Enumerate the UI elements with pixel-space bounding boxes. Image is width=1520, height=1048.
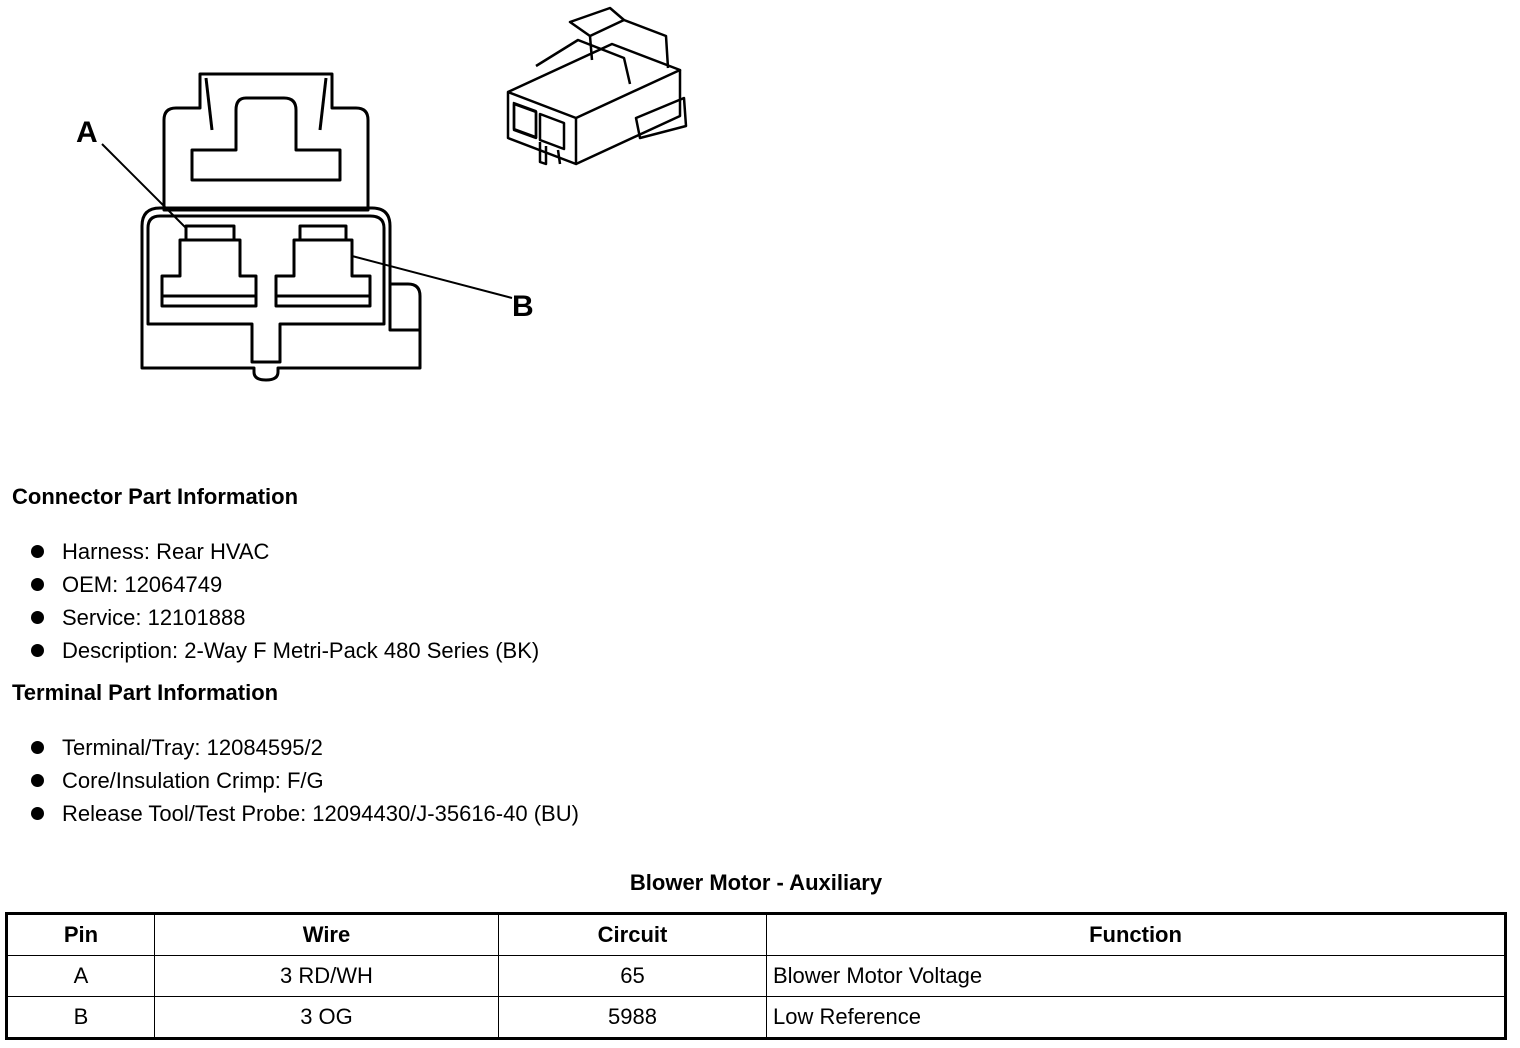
table-title: Blower Motor - Auxiliary bbox=[629, 870, 883, 895]
column-header-function: Function bbox=[766, 913, 1506, 956]
connector-isometric-view bbox=[506, 6, 688, 166]
bullet-icon bbox=[31, 545, 44, 558]
list-item-text: Description: 2-Way F Metri-Pack 480 Seri… bbox=[62, 638, 540, 663]
cavity-b bbox=[274, 224, 372, 308]
connector-info-list: Harness: Rear HVAC OEM: 12064749 Service… bbox=[30, 535, 539, 667]
list-item: OEM: 12064749 bbox=[30, 568, 539, 601]
cell-wire: 3 OG bbox=[154, 996, 499, 1039]
list-item: Description: 2-Way F Metri-Pack 480 Seri… bbox=[30, 634, 539, 667]
list-item-text: Terminal/Tray: 12084595/2 bbox=[62, 735, 323, 760]
pin-label-a: A bbox=[76, 116, 98, 149]
cavity-a bbox=[160, 224, 258, 308]
connector-latch bbox=[190, 96, 342, 182]
cell-pin: A bbox=[6, 955, 155, 997]
terminal-info-list: Terminal/Tray: 12084595/2 Core/Insulatio… bbox=[30, 731, 579, 830]
cell-circuit: 65 bbox=[498, 955, 767, 997]
list-item: Harness: Rear HVAC bbox=[30, 535, 539, 568]
cell-function: Blower Motor Voltage bbox=[766, 955, 1506, 997]
connector-upper-housing bbox=[162, 72, 370, 212]
leader-line-b bbox=[351, 255, 513, 299]
bullet-icon bbox=[31, 611, 44, 624]
bullet-icon bbox=[31, 774, 44, 787]
list-item-text: Core/Insulation Crimp: F/G bbox=[62, 768, 324, 793]
cell-wire: 3 RD/WH bbox=[154, 955, 499, 997]
list-item-text: Harness: Rear HVAC bbox=[62, 539, 270, 564]
list-item: Core/Insulation Crimp: F/G bbox=[30, 764, 579, 797]
table-row: B 3 OG 5988 Low Reference bbox=[6, 996, 1506, 1039]
list-item: Release Tool/Test Probe: 12094430/J-3561… bbox=[30, 797, 579, 830]
bullet-icon bbox=[31, 644, 44, 657]
bullet-icon bbox=[31, 807, 44, 820]
cell-circuit: 5988 bbox=[498, 996, 767, 1039]
column-header-pin: Pin bbox=[6, 913, 155, 956]
terminal-info-heading: Terminal Part Information bbox=[12, 680, 279, 705]
pinout-table: Pin Wire Circuit Function A 3 RD/WH 65 B… bbox=[5, 912, 1507, 1040]
pin-label-b: B bbox=[512, 290, 534, 323]
list-item: Service: 12101888 bbox=[30, 601, 539, 634]
list-item: Terminal/Tray: 12084595/2 bbox=[30, 731, 579, 764]
connector-body bbox=[140, 206, 422, 382]
column-header-wire: Wire bbox=[154, 913, 499, 956]
bullet-icon bbox=[31, 741, 44, 754]
column-header-circuit: Circuit bbox=[498, 913, 767, 956]
cell-pin: B bbox=[6, 996, 155, 1039]
connector-info-heading: Connector Part Information bbox=[12, 484, 299, 509]
bullet-icon bbox=[31, 578, 44, 591]
list-item-text: Release Tool/Test Probe: 12094430/J-3561… bbox=[62, 801, 579, 826]
list-item-text: OEM: 12064749 bbox=[62, 572, 223, 597]
table-header-row: Pin Wire Circuit Function bbox=[6, 913, 1506, 956]
leader-line-a bbox=[101, 143, 187, 229]
cell-function: Low Reference bbox=[766, 996, 1506, 1039]
list-item-text: Service: 12101888 bbox=[62, 605, 246, 630]
connector-diagram: A B bbox=[76, 6, 688, 382]
table-row: A 3 RD/WH 65 Blower Motor Voltage bbox=[6, 955, 1506, 997]
